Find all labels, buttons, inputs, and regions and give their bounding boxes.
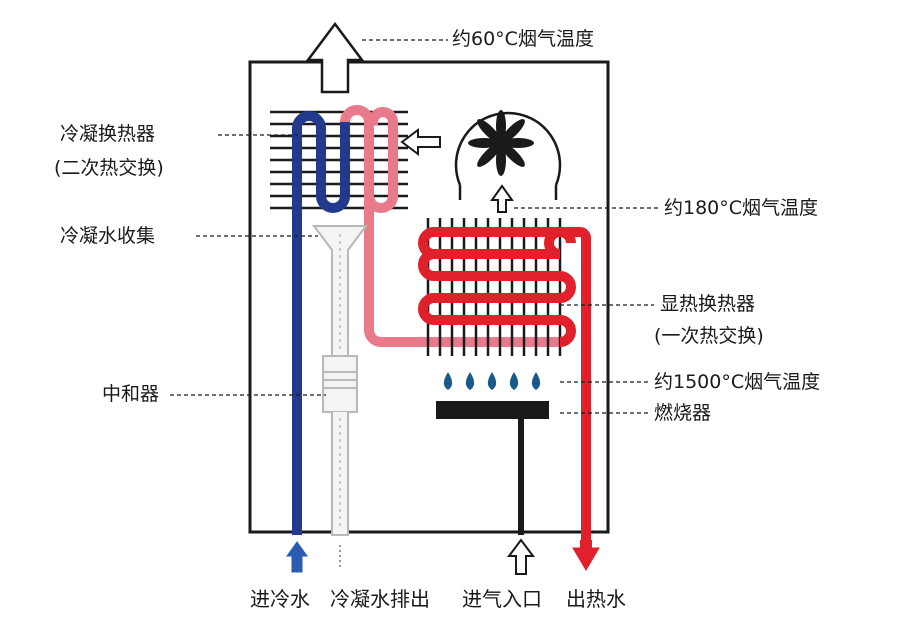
sensible-hx-fins <box>426 218 562 356</box>
cold-water-in-arrow-icon <box>286 541 308 573</box>
neutralizer-body <box>322 355 358 413</box>
boiler-housing <box>248 60 610 534</box>
leader-lines <box>170 39 660 414</box>
hot-water-coil <box>418 227 576 347</box>
burner-block <box>436 401 549 419</box>
cold-water-coil <box>292 111 350 535</box>
flame-temperature-label: 约1500°C烟气温度 <box>654 371 821 393</box>
burner-label: 燃烧器 <box>654 402 712 424</box>
hot-water-out-label: 出热水 <box>566 587 626 611</box>
hot-water-pipe <box>418 227 591 540</box>
sensible-hx-sublabel: (一次热交换) <box>654 325 764 347</box>
condensate-out-label: 冷凝水排出 <box>330 587 430 611</box>
warm-water-pipe <box>364 200 560 347</box>
fan-icon <box>468 110 534 176</box>
top-exhaust-temperature-label: 约60°C烟气温度 <box>452 28 594 50</box>
cold-water-in-label: 进冷水 <box>250 587 310 611</box>
condensing-hx-sublabel: (二次热交换) <box>54 157 164 179</box>
exhaust-up-arrow-icon <box>305 21 365 94</box>
air-in-arrow-icon <box>507 538 535 575</box>
hot-water-out-arrow-icon <box>572 547 600 571</box>
condensate-drain-tube <box>331 412 349 536</box>
fan-housing <box>454 111 562 186</box>
condensate-collect-label: 冷凝水收集 <box>60 225 156 247</box>
air-in-label: 进气入口 <box>462 587 542 611</box>
sensible-hx-label: 显热换热器 <box>660 293 756 315</box>
warm-water-coil <box>340 105 398 213</box>
fan-to-condenser-arrow-icon <box>400 128 441 156</box>
condensing-hx-fins <box>270 110 408 210</box>
condensing-hx-label: 冷凝换热器 <box>60 123 156 145</box>
flue-up-arrow-icon <box>490 184 514 213</box>
neutralizer-label: 中和器 <box>102 383 160 405</box>
mid-exhaust-temperature-label: 约180°C烟气温度 <box>664 197 819 219</box>
neutralizer-plates <box>323 371 357 389</box>
flame-icons <box>443 372 541 390</box>
